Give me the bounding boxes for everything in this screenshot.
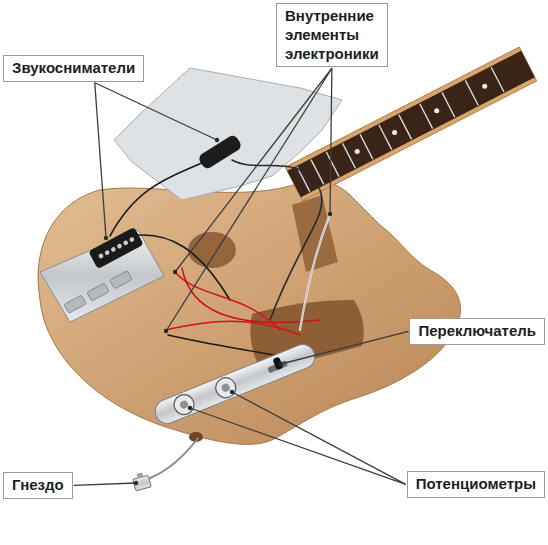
fret-inlays [355, 84, 488, 154]
frets [297, 67, 504, 191]
leader-dot [164, 329, 168, 333]
leader-line [166, 68, 332, 331]
leader-line [175, 68, 332, 272]
output-jack [132, 471, 152, 491]
leader-dot [230, 390, 234, 394]
leader-line [330, 68, 332, 214]
label-text: Переключатель [418, 322, 536, 341]
bridge-pickup [88, 227, 143, 269]
label-text: Звукосниматели [12, 59, 135, 78]
pickguard [114, 68, 342, 200]
label-text: Гнездо [12, 476, 64, 495]
neck-pickup [197, 134, 243, 171]
wires [110, 158, 330, 478]
body-cavity [188, 232, 236, 268]
label-box: Гнездо [3, 472, 73, 499]
guitar-body [38, 181, 460, 444]
label-box: Переключатель [409, 318, 545, 345]
leader-dot [328, 212, 332, 216]
leader-dot [215, 138, 219, 142]
leader-dot [279, 362, 283, 366]
leader-dot [104, 236, 108, 240]
bridge-plate [40, 230, 164, 322]
label-box: Звукосниматели [3, 55, 144, 82]
leader-dot [188, 406, 192, 410]
control-plate [152, 341, 319, 427]
leader-dot [173, 270, 177, 274]
label-text: Внутренние элементы электроники [285, 7, 379, 63]
leader-line [232, 392, 406, 484]
bridge-saddles [64, 271, 132, 314]
leader-line [281, 331, 408, 364]
label-box: Внутренние элементы электроники [276, 3, 388, 67]
leader-line [74, 483, 136, 485]
label-box: Потенциометры [407, 471, 545, 498]
label-text: Потенциометры [416, 475, 536, 494]
leader-dot [134, 481, 138, 485]
leader-line [95, 83, 217, 140]
leader-line [95, 83, 106, 238]
leader-line [190, 408, 406, 484]
